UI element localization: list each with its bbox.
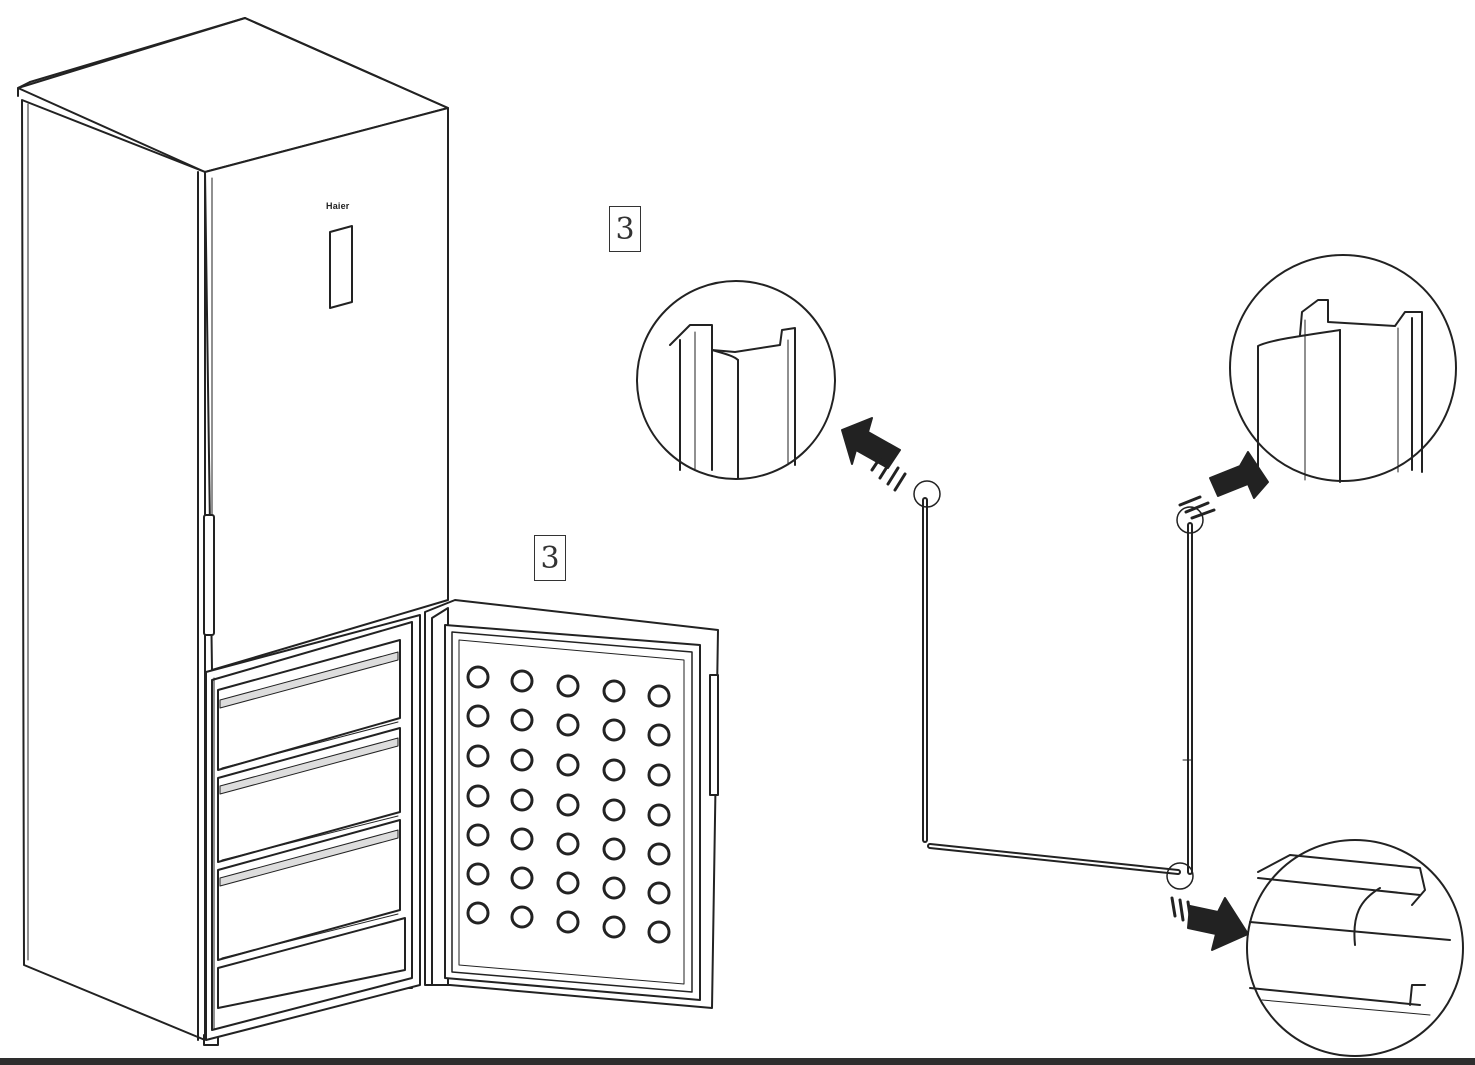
- fridge-cabinet: [17, 17, 449, 1046]
- step-number-badge-lower: 3: [534, 535, 566, 581]
- door-seal-gasket: [922, 497, 1193, 875]
- brand-logo-text: Haier: [326, 201, 350, 211]
- detail-callout-right-seal-profile: [1229, 254, 1457, 483]
- detail-callout-left-seal-profile: [636, 280, 836, 480]
- arrow-bottom-callout: [1170, 896, 1249, 951]
- step-number-lower: 3: [540, 540, 560, 576]
- detail-callout-bottom-seal-profile: [1246, 839, 1464, 1057]
- freezer-drawer-middle[interactable]: [217, 727, 401, 863]
- page-bottom-border: [0, 1058, 1475, 1065]
- arrow-right-callout: [1178, 451, 1269, 520]
- freezer-drawer-bottom[interactable]: [217, 819, 406, 1009]
- step-number-upper: 3: [615, 211, 635, 247]
- arrow-left-callout: [841, 417, 907, 492]
- freezer-drawer-top[interactable]: [217, 639, 401, 771]
- seal-highlight-markers: [913, 480, 1204, 890]
- step-number-badge-upper: 3: [609, 206, 641, 252]
- door-dimple-grid: [466, 665, 671, 944]
